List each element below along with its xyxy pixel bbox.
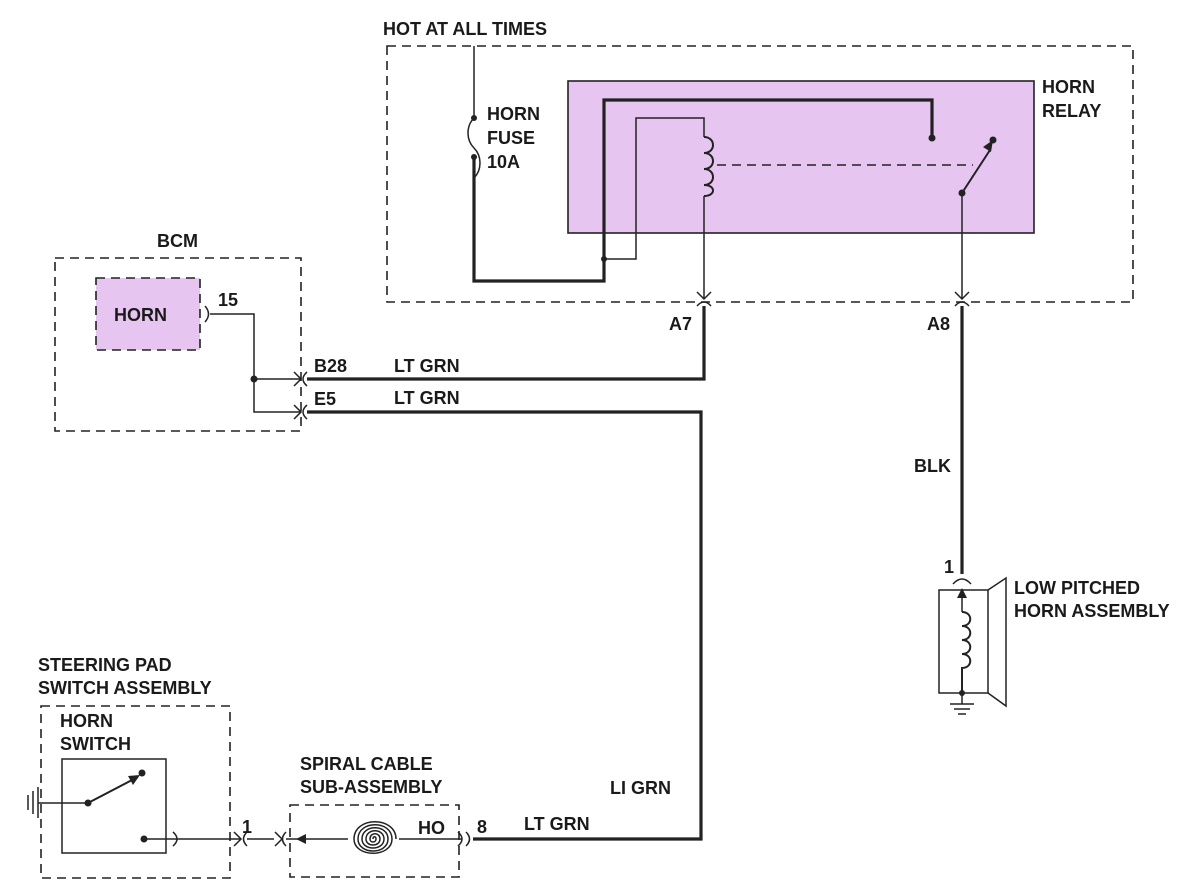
bcm-label: BCM [157,231,198,251]
horn-relay-body [567,80,1035,234]
fuse-output-wire [472,98,934,283]
relay-switch-arm [961,149,991,194]
a7-connector-icon [696,291,712,307]
relay-contact-common [928,134,936,142]
bcm-internal-junction [250,375,258,383]
lt-grn-bottom-wire-label: LT GRN [524,814,590,834]
horn-bell-icon [987,576,1007,708]
pin-b28-label: B28 [314,356,347,376]
horn-fuse-label-1: HORN [487,104,540,124]
horn-assembly-label-2: HORN ASSEMBLY [1014,601,1170,621]
bcm-horn-block [95,277,201,351]
horn-switch-label-2: SWITCH [60,734,131,754]
bcm-horn-label: HORN [114,305,167,325]
e5-lt-grn-wire [307,410,703,841]
e5-connector-icon [293,404,308,420]
pin-e5-label: E5 [314,389,336,409]
horn-relay-label-2: RELAY [1042,101,1101,121]
horn-switch-contact [138,769,146,777]
horn-coil-icon [961,611,972,693]
bcm-boundary [54,257,302,432]
bcm-internal-wire [210,313,300,413]
hot-at-all-times-label: HOT AT ALL TIMES [383,19,547,39]
switch-connector-icon [172,831,248,847]
spiral-pin-8-label: 8 [477,817,487,837]
steering-pad-boundary [40,705,231,879]
li-grn-wire-label: LI GRN [610,778,671,798]
b28-connector-icon [293,371,308,387]
blk-wire-color-label: BLK [914,456,951,476]
fuse-terminal-top [471,115,477,121]
horn-fuse-label-3: 10A [487,152,520,172]
b28-lt-grn-wire [307,306,706,381]
horn-switch-arm [87,778,135,804]
spiral-right-connector-icon [457,831,471,847]
horn-pin-1-label: 1 [944,557,954,577]
switch-pin-1-label: 1 [242,817,252,837]
switch-ground-icon [27,787,39,818]
spiral-cable-label-1: SPIRAL CABLE [300,754,433,774]
horn-switch-label-1: HORN [60,711,113,731]
horn-switch-arrowhead [128,775,140,785]
bcm-pin-15-connector-icon [204,305,210,323]
fuse-block-boundary [386,45,1134,303]
b28-wire-color-label: LT GRN [394,356,460,376]
pin-15-label: 15 [218,290,238,310]
pin-a7-label: A7 [669,314,692,334]
a8-connector-icon [954,291,970,307]
e5-wire-color-label: LT GRN [394,388,460,408]
horn-pin-1-connector-icon [952,578,972,585]
spiral-left-connector-icon [274,831,287,847]
horn-switch-body [61,758,167,854]
spiral-coil-icon [353,821,397,854]
coil-feed-wire [604,117,705,260]
horn-relay-label-1: HORN [1042,77,1095,97]
relay-switch-arrowhead [983,140,993,152]
horn-assembly-label-1: LOW PITCHED [1014,578,1140,598]
horn-fuse-label-2: FUSE [487,128,535,148]
ground-symbol-icon [950,693,974,715]
horn-fuse-icon [467,117,481,179]
spiral-cable-label-2: SUB-ASSEMBLY [300,777,442,797]
spiral-arrowhead [296,834,306,844]
relay-coil-icon [703,136,714,197]
horn-arrow-icon [957,588,967,598]
spiral-ho-label: HO [418,818,445,838]
steering-pad-label-1: STEERING PAD [38,655,172,675]
pin-a8-label: A8 [927,314,950,334]
horn-assembly-body [938,589,989,694]
steering-pad-label-2: SWITCH ASSEMBLY [38,678,212,698]
